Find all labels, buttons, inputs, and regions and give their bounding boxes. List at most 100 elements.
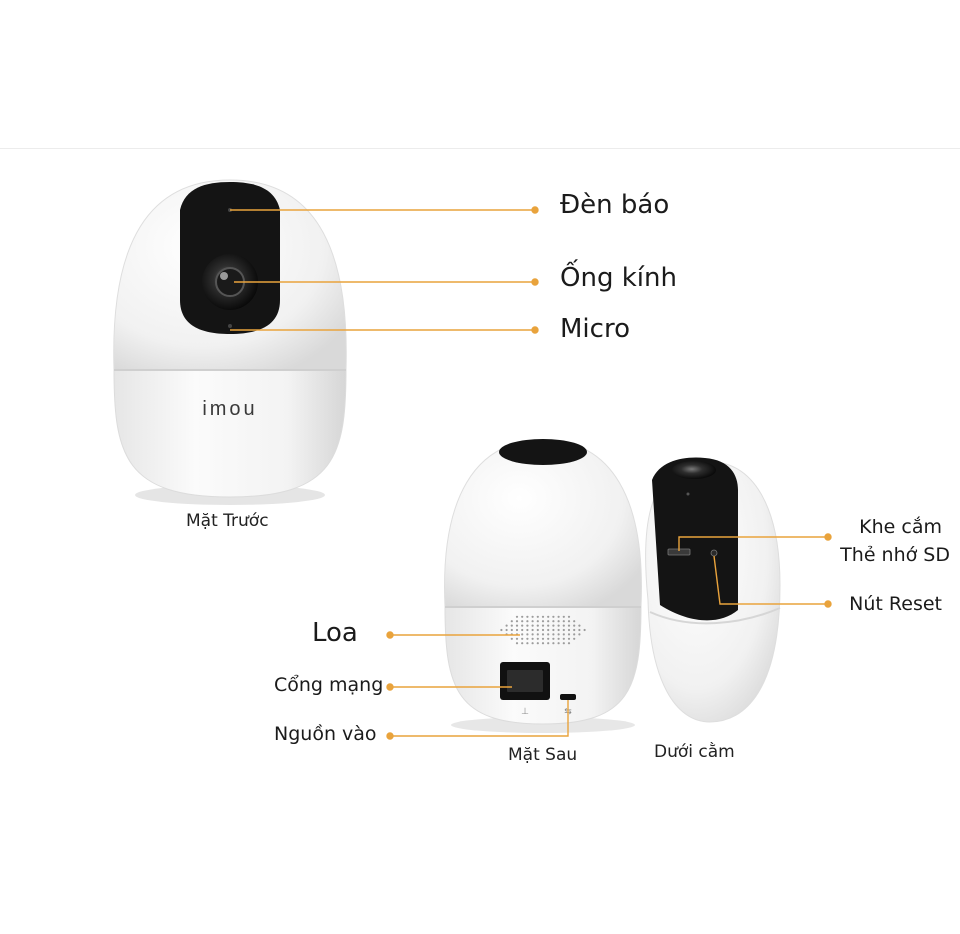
speaker-hole (562, 620, 565, 623)
speaker-hole (567, 637, 571, 640)
network-port-inner (507, 670, 543, 692)
speaker-hole (567, 633, 571, 636)
speaker-hole (521, 620, 524, 623)
speaker-hole (526, 615, 529, 618)
speaker-hole (552, 642, 555, 645)
speaker-hole (536, 620, 539, 623)
label-power-in: Nguồn vào (274, 723, 377, 745)
network-symbol-icon: ⊥ (521, 707, 529, 717)
speaker-hole (536, 642, 539, 645)
speaker-hole (531, 624, 534, 627)
back-shadow (451, 717, 635, 733)
speaker-hole (547, 624, 550, 627)
back-top-window (499, 439, 587, 465)
leader-sd (678, 536, 828, 551)
front-base (113, 369, 347, 498)
speaker-hole (505, 628, 508, 632)
speaker-hole (547, 642, 550, 645)
speaker-hole (515, 624, 519, 627)
speaker-hole (567, 615, 571, 618)
speaker-hole (526, 628, 529, 632)
label-reset: Nút Reset (849, 593, 942, 615)
speaker-hole (526, 642, 529, 645)
top-divider (0, 148, 960, 149)
under-camera (645, 457, 781, 723)
speaker-hole (552, 620, 555, 623)
speaker-hole (541, 637, 545, 640)
speaker-hole (557, 624, 560, 627)
caption-back: Mặt Sau (508, 745, 578, 765)
reset-button-icon (710, 549, 718, 557)
usb-port-icon (560, 694, 576, 700)
speaker-hole (521, 628, 524, 632)
speaker-hole (573, 624, 576, 627)
speaker-hole (552, 637, 555, 640)
speaker-hole (510, 628, 513, 632)
speaker-hole (515, 637, 519, 640)
label-lens: Ống kính (560, 263, 677, 293)
mic-hole-icon (228, 324, 232, 328)
label-sd-slot-line2: Thẻ nhớ SD (840, 544, 950, 566)
back-camera: ⊥ ⇆ (444, 439, 642, 733)
speaker-hole (515, 628, 519, 632)
speaker-hole (536, 615, 539, 618)
speaker-hole (547, 615, 550, 618)
speaker-hole (557, 637, 560, 640)
speaker-hole (541, 633, 545, 636)
speaker-hole (578, 628, 581, 632)
speaker-hole (547, 628, 550, 632)
speaker-hole (547, 637, 550, 640)
speaker-hole (531, 615, 534, 618)
brand-logo: imou (202, 398, 257, 420)
under-face (652, 457, 738, 621)
speaker-hole (526, 620, 529, 623)
under-mic-icon (686, 492, 690, 496)
speaker-hole (505, 624, 508, 627)
speaker-hole (500, 628, 503, 632)
speaker-hole (567, 642, 571, 645)
speaker-hole (567, 624, 571, 627)
speaker-hole (562, 637, 565, 640)
speaker-hole (521, 633, 524, 636)
speaker-hole (526, 637, 529, 640)
speaker-hole (526, 633, 529, 636)
speaker-hole (573, 628, 576, 632)
speaker-hole (562, 642, 565, 645)
speaker-hole (557, 628, 560, 632)
speaker-hole (521, 642, 524, 645)
leader-lens-dot (531, 278, 539, 286)
under-lens-icon (672, 461, 716, 479)
speaker-hole (567, 628, 571, 632)
speaker-hole (557, 615, 560, 618)
speaker-hole (578, 624, 581, 627)
speaker-hole (541, 628, 545, 632)
caption-front: Mặt Trước (186, 511, 269, 531)
speaker-hole (536, 637, 539, 640)
leader-sd-dot (824, 533, 832, 541)
speaker-hole (562, 624, 565, 627)
speaker-hole (557, 642, 560, 645)
speaker-hole (573, 633, 576, 636)
leader-speaker-dot (386, 631, 394, 639)
speaker-hole (510, 620, 513, 623)
speaker-hole (510, 624, 513, 627)
under-seam (649, 607, 781, 625)
label-speaker: Loa (312, 618, 358, 648)
speaker-hole (515, 620, 519, 623)
label-network-port: Cổng mạng (274, 674, 384, 696)
speaker-hole (541, 642, 545, 645)
back-shell (444, 439, 642, 608)
speaker-hole (552, 615, 555, 618)
label-sd-slot-line1-text: Khe cắm (859, 516, 942, 538)
speaker-hole (547, 620, 550, 623)
leader-lines (230, 206, 832, 740)
speaker-hole (531, 620, 534, 623)
label-indicator: Đèn báo (560, 190, 670, 220)
leader-power-dot (386, 732, 394, 740)
speaker-hole (531, 633, 534, 636)
speaker-hole (547, 633, 550, 636)
speaker-hole (521, 637, 524, 640)
speaker-hole (562, 633, 565, 636)
